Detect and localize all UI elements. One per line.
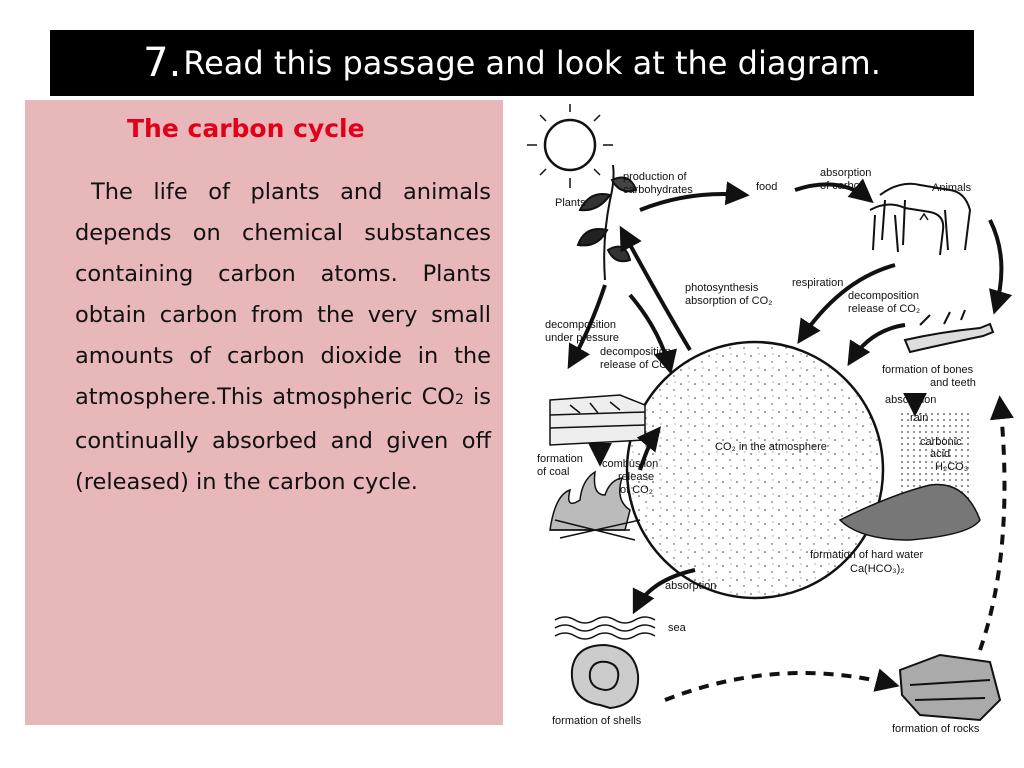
label-production-2: carbohydrates: [623, 184, 693, 196]
arrow-animals-respiration: [797, 263, 896, 344]
label-bones-2: and teeth: [930, 377, 976, 389]
label-combustion-2: release: [618, 471, 654, 483]
label-food: food: [756, 181, 777, 193]
label-bones-1: formation of bones: [882, 364, 974, 376]
arrow-shells-rocks: [664, 668, 900, 702]
fire-icon: [549, 470, 641, 541]
label-absorption-carbon-2: of carbon: [820, 180, 866, 192]
label-decomp-release-left-2: release of CO₂: [600, 359, 672, 371]
label-production-1: production of: [623, 171, 688, 183]
label-decomp-pressure-2: under pressure: [545, 332, 619, 344]
label-shells: formation of shells: [552, 715, 642, 727]
label-coal-1: formation: [537, 453, 583, 465]
rocks-icon: [898, 653, 1002, 722]
label-carbonic-1: carbonic: [920, 436, 962, 448]
atmosphere-circle: [625, 340, 885, 600]
arrow-fire-atm: [636, 426, 661, 471]
arrow-animals-bones: [988, 219, 1013, 315]
label-plants: Plants: [555, 197, 586, 209]
sun-icon: [527, 104, 613, 188]
passage-text-part1: The life of plants and animals depends o…: [75, 179, 491, 410]
ground-shape: [838, 483, 981, 541]
label-photosynthesis-2: absorption of CO₂: [685, 295, 772, 307]
label-decomp-release-1: decomposition: [848, 290, 919, 302]
label-decomp-release-2: release of CO₂: [848, 303, 920, 315]
slide-title: Read this passage and look at the diagra…: [183, 44, 881, 82]
label-absorption-carbon-1: absorption: [820, 167, 871, 179]
label-respiration: respiration: [792, 277, 843, 289]
label-animals: Animals: [932, 182, 972, 194]
label-combustion-3: of CO₂: [620, 484, 653, 496]
arrow-plants-food: [639, 181, 750, 212]
label-carbonic-2: acid: [930, 448, 950, 460]
arrow-food-animals: [794, 178, 874, 204]
label-decomp-pressure-1: decomposition: [545, 319, 616, 331]
label-hard-water-2: Ca(HCO₃)₂: [850, 563, 905, 575]
arrow-plants-decomp: [567, 284, 607, 370]
label-rocks: formation of rocks: [892, 723, 980, 735]
passage-subscript: 2: [455, 392, 464, 408]
animals-icon: [869, 182, 972, 256]
cycle-arrows: [567, 178, 1014, 702]
passage-text: The life of plants and animals depends o…: [75, 172, 491, 503]
sea-waves: [554, 616, 656, 640]
question-number: 7.: [143, 40, 182, 86]
arrow-plants-decomp-release: [628, 293, 677, 375]
arrow-atm-sea: [632, 568, 696, 615]
passage-panel: The carbon cycle The life of plants and …: [25, 100, 503, 725]
label-coal-2: of coal: [537, 466, 569, 478]
label-carbonic-3: H₂CO₃: [935, 461, 968, 473]
label-sea: sea: [668, 622, 687, 634]
bones-icon: [903, 309, 995, 354]
arrow-bones-atm: [847, 323, 906, 367]
label-decomp-release-left-1: decomposition: [600, 346, 671, 358]
passage-title: The carbon cycle: [127, 114, 365, 143]
carbon-cycle-diagram: CO₂ in the atmosphere: [527, 104, 1014, 735]
shell-icon: [570, 643, 640, 710]
label-absorption-sea: absorption: [665, 580, 716, 592]
label-atmosphere: CO₂ in the atmosphere: [715, 441, 827, 453]
passage-text-part2: is continually absorbed and given off (r…: [75, 384, 491, 495]
label-absorption-rain-2: rain: [910, 412, 928, 424]
arrow-atm-plants: [619, 225, 692, 352]
slide-header: 7. Read this passage and look at the dia…: [50, 30, 974, 96]
arrow-rocks-up: [978, 395, 1014, 651]
label-combustion-1: combustion: [602, 458, 658, 470]
coal-strata-icon: [549, 394, 646, 446]
label-hard-water-1: formation of hard water: [810, 549, 923, 561]
label-photosynthesis-1: photosynthesis: [685, 282, 759, 294]
label-absorption-rain-1: absorption: [885, 394, 936, 406]
